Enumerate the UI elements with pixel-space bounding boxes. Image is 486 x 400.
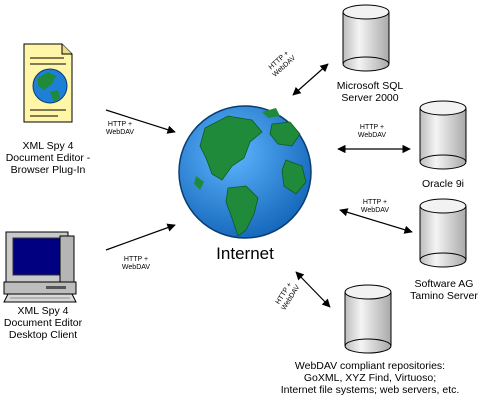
- desktop-label-line-1: XML Spy 4: [17, 305, 69, 317]
- protocol-label-oracle: HTTP + WebDAV: [352, 124, 392, 140]
- protocol-line-1: HTTP +: [107, 121, 133, 128]
- internet-label: Internet: [216, 244, 274, 263]
- oracle-server-label: Oracle 9i: [413, 178, 473, 190]
- mssql-label-line-1: Microsoft SQL: [336, 80, 404, 92]
- arrow-desktop-to-internet: [105, 223, 176, 251]
- desktop-label-line-3: Desktop Client: [8, 329, 78, 341]
- plugin-label-line-2: Document Editor -: [5, 152, 91, 164]
- xml-document-icon: [23, 43, 73, 123]
- protocol-label-desktop: HTTP + WebDAV: [116, 256, 156, 272]
- arrow-internet-webdav: [295, 271, 331, 308]
- webdav-label-line-3: Internet file systems; web servers, etc.: [280, 384, 460, 396]
- protocol-line-2: WebDAV: [357, 132, 387, 139]
- webdav-repositories-label: WebDAV compliant repositories: GoXML, XY…: [270, 360, 470, 396]
- database-cylinder-icon-oracle: [419, 100, 467, 170]
- plugin-label-line-1: XML Spy 4: [22, 140, 74, 152]
- arrow-internet-mssql: [292, 63, 329, 96]
- database-cylinder-icon-mssql: [342, 4, 390, 72]
- database-cylinder-icon-webdav: [344, 284, 392, 354]
- protocol-line-2: WebDAV: [105, 129, 135, 136]
- protocol-label-tamino: HTTP + WebDAV: [355, 199, 395, 215]
- tamino-label-line-2: Tamino Server: [410, 290, 478, 302]
- protocol-label-plugin: HTTP + WebDAV: [100, 121, 140, 137]
- internet-globe-icon: [178, 105, 312, 239]
- protocol-line-1: HTTP +: [123, 256, 149, 263]
- database-cylinder-icon-tamino: [419, 198, 467, 268]
- protocol-line-1: HTTP +: [362, 199, 388, 206]
- plugin-label-line-3: Browser Plug-In: [10, 164, 86, 176]
- mssql-label-line-2: Server 2000: [341, 92, 399, 104]
- plugin-client-label: XML Spy 4 Document Editor - Browser Plug…: [0, 140, 96, 176]
- protocol-line-2: WebDAV: [360, 207, 390, 214]
- arrow-internet-tamino: [339, 208, 413, 234]
- desktop-label-line-2: Document Editor: [3, 317, 83, 329]
- protocol-line-1: HTTP +: [359, 124, 385, 131]
- tamino-label-line-1: Software AG: [414, 278, 474, 290]
- webdav-label-line-2: GoXML, XYZ Find, Virtuoso;: [303, 372, 437, 384]
- protocol-line-2: WebDAV: [121, 264, 151, 271]
- desktop-client-label: XML Spy 4 Document Editor Desktop Client: [0, 305, 86, 341]
- desktop-computer-icon: [3, 231, 77, 303]
- tamino-server-label: Software AG Tamino Server: [408, 278, 480, 302]
- arrow-plugin-to-internet: [105, 109, 176, 134]
- oracle-label-line-1: Oracle 9i: [421, 178, 464, 190]
- mssql-server-label: Microsoft SQL Server 2000: [330, 80, 410, 104]
- webdav-label-line-1: WebDAV compliant repositories:: [294, 360, 446, 372]
